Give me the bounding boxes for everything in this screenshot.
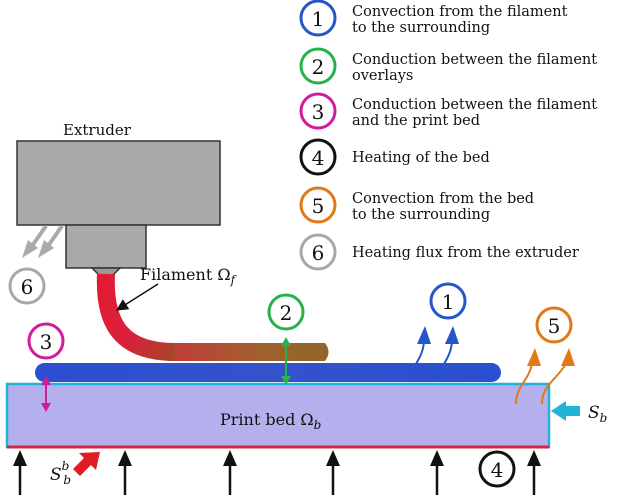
legend-item-6: 6 Heating flux from the extruder [299, 233, 579, 271]
marker-5-circle [535, 306, 573, 344]
marker-1-circle [429, 282, 467, 320]
legend-marker-number: 3 [312, 100, 325, 124]
legend-marker-4 [299, 138, 337, 176]
filament-top-layer [168, 343, 329, 361]
legend-text-line: to the surrounding [352, 207, 490, 223]
bed-heating-arrows [13, 450, 541, 495]
marker-6-label: 6 [21, 275, 34, 299]
filament-convection-head-1 [417, 326, 431, 344]
extruder-flux-arrowhead-right [38, 240, 54, 258]
marker-4-circle [478, 450, 516, 488]
extruder-body [16, 140, 221, 226]
sb-label: Sb [588, 403, 607, 425]
filament-convection-head-2 [445, 326, 459, 344]
bed-convection-arrows [515, 363, 567, 405]
extruder-neck [65, 224, 147, 269]
legend-item-4: 4 Heating of the bed [299, 138, 490, 176]
marker-6-circle [8, 267, 46, 305]
legend-marker-3 [299, 92, 337, 130]
legend-text-line: Heating flux from the extruder [352, 245, 579, 261]
marker-1-label: 1 [442, 290, 455, 314]
extruder: Extruder [16, 121, 221, 277]
legend-text-line: Conduction between the filament [352, 52, 597, 68]
sb-arrow [551, 401, 580, 421]
extruder-label: Extruder [63, 121, 132, 139]
filament-convection-arrows [409, 341, 453, 383]
conduction-overlay-arrow [281, 337, 291, 385]
print-bed-label: Print bed Ωb [220, 410, 321, 432]
legend-text-line: Heating of the bed [352, 150, 490, 166]
legend-marker-2 [299, 47, 337, 85]
legend-marker-number: 4 [312, 146, 325, 170]
marker-2-label: 2 [280, 301, 293, 325]
legend-marker-1 [299, 0, 337, 37]
extruder-flux-arrowhead-left [22, 240, 38, 258]
marker-5-label: 5 [548, 314, 561, 338]
legend-text-line: Convection from the bed [352, 191, 534, 207]
filament-pointer-arrow [115, 283, 159, 311]
conduction-bed-arrow [41, 376, 51, 412]
legend-text-line: Conduction between the filament [352, 97, 597, 113]
legend-marker-6 [299, 233, 337, 271]
legend-text-line: and the print bed [352, 113, 480, 129]
legend-marker-number: 2 [312, 55, 325, 79]
legend-marker-number: 5 [312, 194, 325, 218]
filament-strand [96, 273, 176, 361]
legend-text-line: overlays [352, 68, 413, 84]
marker-4-label: 4 [491, 458, 504, 482]
legend-text-line: Convection from the filament [352, 4, 568, 20]
bed-convection-head-1 [527, 348, 541, 366]
legend-marker-number: 1 [312, 7, 325, 31]
marker-3-label: 3 [40, 330, 53, 354]
filament-bottom-layer [35, 363, 501, 382]
extruder-heat-flux-arrows [30, 224, 64, 248]
marker-3-circle [27, 322, 65, 360]
legend-text-line: to the surrounding [352, 20, 490, 36]
filament-label: Filament Ωf [140, 265, 238, 287]
bed-convection-head-2 [561, 348, 575, 366]
sbb-arrow [73, 452, 100, 476]
marker-2-circle [267, 293, 305, 331]
legend-marker-5 [299, 186, 337, 224]
legend-marker-number: 6 [312, 241, 325, 265]
